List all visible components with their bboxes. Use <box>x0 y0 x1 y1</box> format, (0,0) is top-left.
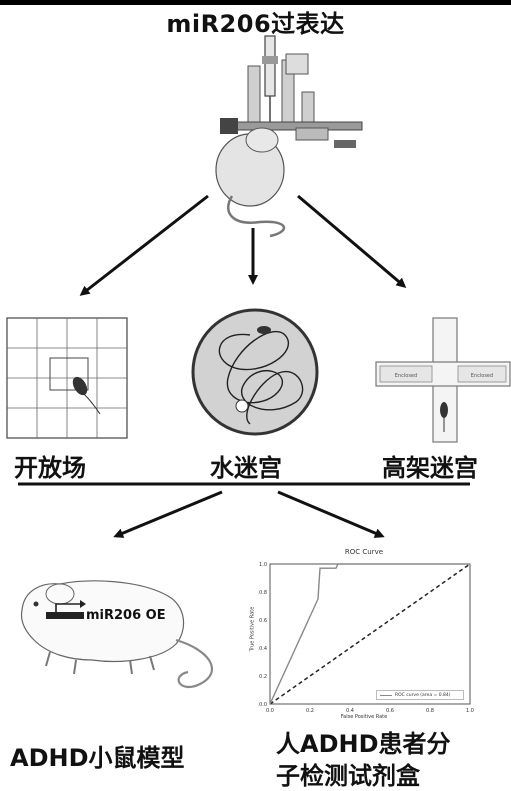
roc-chance-line <box>269 563 471 705</box>
roc-y-tick: 0.4 <box>259 646 267 652</box>
arrow-to-mouse-model <box>113 490 223 538</box>
elevated-maze-illustration: Enclosed Enclosed <box>375 317 511 443</box>
roc-y-tick: 1.0 <box>259 562 267 568</box>
roc-x-tick: 0.8 <box>426 708 434 714</box>
stereotaxic-mouse-illustration <box>215 35 363 238</box>
adhd-mouse-illustration <box>20 580 213 689</box>
roc-curve-line <box>269 563 470 705</box>
roc-x-tick: 0.6 <box>386 708 394 714</box>
roc-legend-swatch <box>380 694 392 696</box>
water-maze-label: 水迷宫 <box>210 454 282 482</box>
roc-y-tick: 0.2 <box>259 674 267 680</box>
water-maze-illustration <box>191 308 319 436</box>
enclosed-arm-right-label: Enclosed <box>471 373 493 379</box>
elevated-maze-label: 高架迷宫 <box>382 454 478 482</box>
roc-y-ticks: 0.0 0.2 0.4 0.6 0.8 1.0 <box>259 562 267 708</box>
roc-x-tick: 1.0 <box>466 708 474 714</box>
arrow-to-open-field <box>79 194 209 296</box>
roc-x-tick: 0.2 <box>306 708 314 714</box>
roc-y-tick: 0.0 <box>259 702 267 708</box>
arrow-to-elevated-maze <box>297 194 407 288</box>
detection-kit-label-line1: 人ADHD患者分 <box>276 730 451 758</box>
mouse-model-tag: miR206 OE <box>86 608 166 623</box>
enclosed-arm-left-label: Enclosed <box>395 373 417 379</box>
roc-chart: 0.0 0.2 0.4 0.6 0.8 1.0 0.0 0.2 0.4 0.6 0.8 1.0 <box>259 562 474 714</box>
roc-y-tick: 0.8 <box>259 590 267 596</box>
top-border-bar <box>0 0 511 5</box>
roc-chart-labels: ROC Curve True Positive Rate False Posit… <box>248 548 480 720</box>
roc-x-axis-label: False Positive Rate <box>340 714 388 720</box>
roc-x-ticks: 0.0 0.2 0.4 0.6 0.8 1.0 <box>266 708 474 714</box>
open-field-label: 开放场 <box>14 454 86 482</box>
arrow-to-detection-kit <box>277 490 385 538</box>
roc-legend-text: ROC curve (area = 0.84) <box>395 692 451 698</box>
diagram-title: miR206过表达 <box>166 10 345 38</box>
roc-legend: ROC curve (area = 0.84) <box>376 690 464 700</box>
roc-y-tick: 0.6 <box>259 618 267 624</box>
roc-x-tick: 0.4 <box>346 708 354 714</box>
mouse-model-label: ADHD小鼠模型 <box>10 744 185 772</box>
roc-y-axis-label: True Positive Rate <box>249 606 256 652</box>
detection-kit-label-line2: 子检测试剂盒 <box>276 762 420 790</box>
roc-title: ROC Curve <box>344 548 384 556</box>
open-field-illustration <box>6 317 128 439</box>
roc-x-tick: 0.0 <box>266 708 274 714</box>
